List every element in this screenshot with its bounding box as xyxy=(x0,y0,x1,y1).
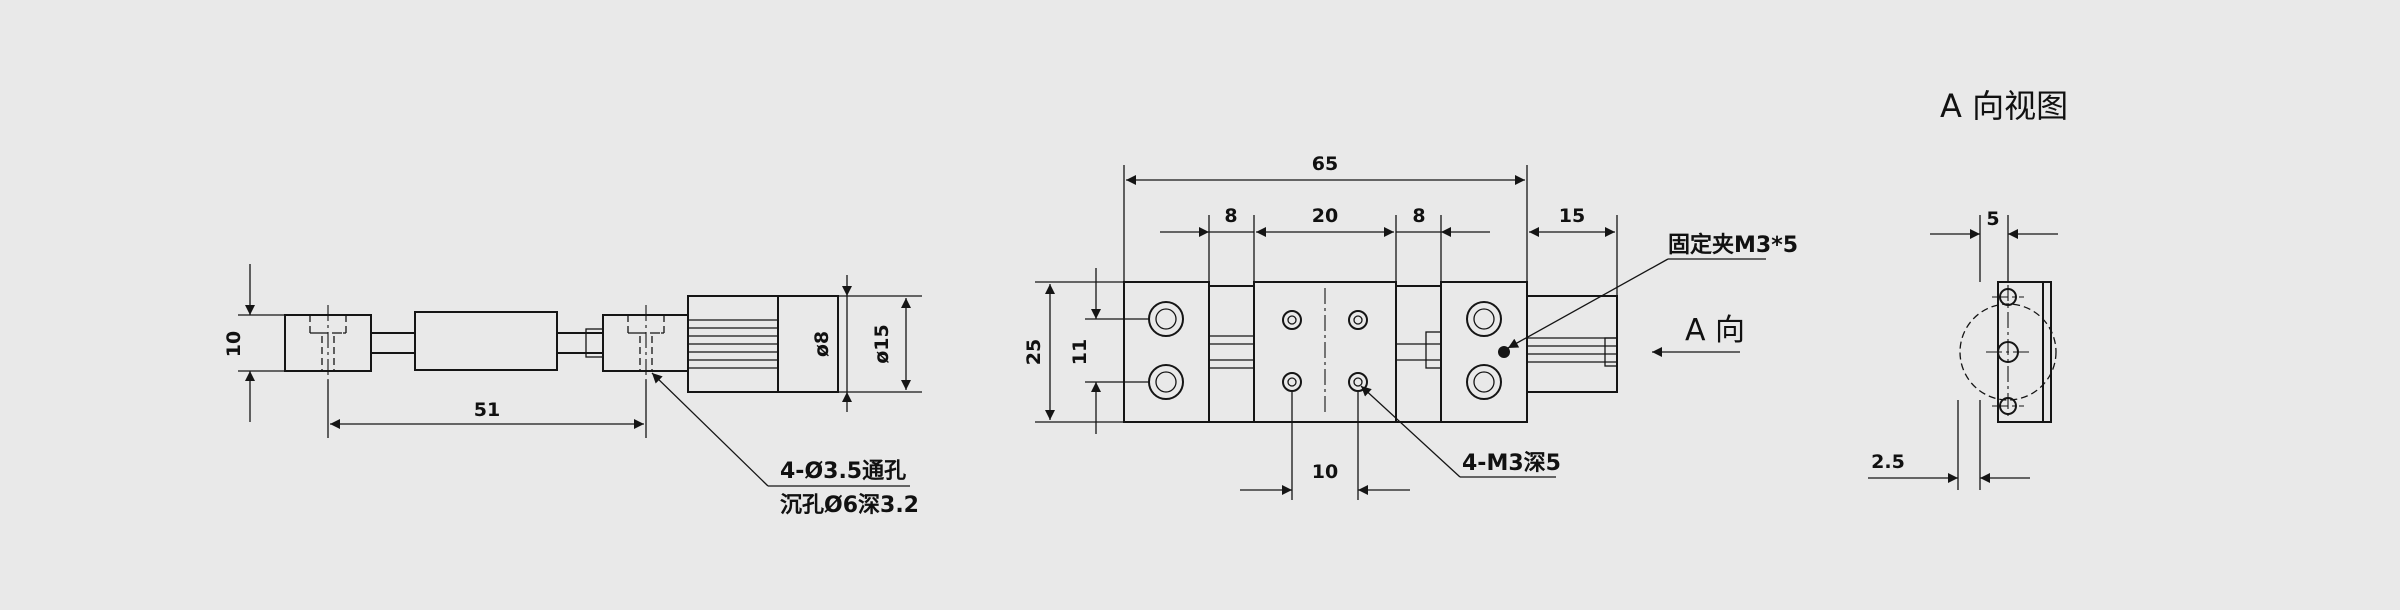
side-note-counterbore: 沉孔Ø6深3.2 xyxy=(780,493,919,518)
top-dim-inner: 11 xyxy=(1069,339,1091,365)
top-view-arrow-label: A 向 xyxy=(1685,313,1745,348)
tapped-hole xyxy=(1282,310,1368,392)
top-note-fixing-clamp: 固定夹M3*5 xyxy=(1668,232,1798,258)
top-dim-end: 15 xyxy=(1559,205,1585,227)
top-dim-total: 65 xyxy=(1312,153,1338,175)
side-view: ø8 ø15 10 51 4-Ø3.5通孔 沉孔Ø6深3.2 xyxy=(223,264,922,518)
top-dim-middle: 20 xyxy=(1312,205,1338,227)
top-view: 65 8 20 8 15 25 11 10 4- xyxy=(1023,153,1798,500)
end-dim-offset: 2.5 xyxy=(1871,451,1905,473)
end-dim-width: 5 xyxy=(1986,208,1999,230)
top-dim-right: 8 xyxy=(1412,205,1425,227)
side-dim-dia-small: ø8 xyxy=(811,331,833,357)
side-dim-height: 10 xyxy=(223,331,245,357)
side-note-through-hole: 4-Ø3.5通孔 xyxy=(780,459,906,484)
side-dim-length: 51 xyxy=(474,399,500,421)
top-note-tapped-holes: 4-M3深5 xyxy=(1462,451,1561,476)
side-dim-dia-large: ø15 xyxy=(871,324,893,364)
end-view: A 向视图 5 2.5 xyxy=(1868,87,2068,490)
end-view-title: A 向视图 xyxy=(1940,87,2068,125)
top-dim-pitch: 10 xyxy=(1312,461,1338,483)
top-dim-height: 25 xyxy=(1023,339,1045,365)
top-dim-left: 8 xyxy=(1224,205,1237,227)
